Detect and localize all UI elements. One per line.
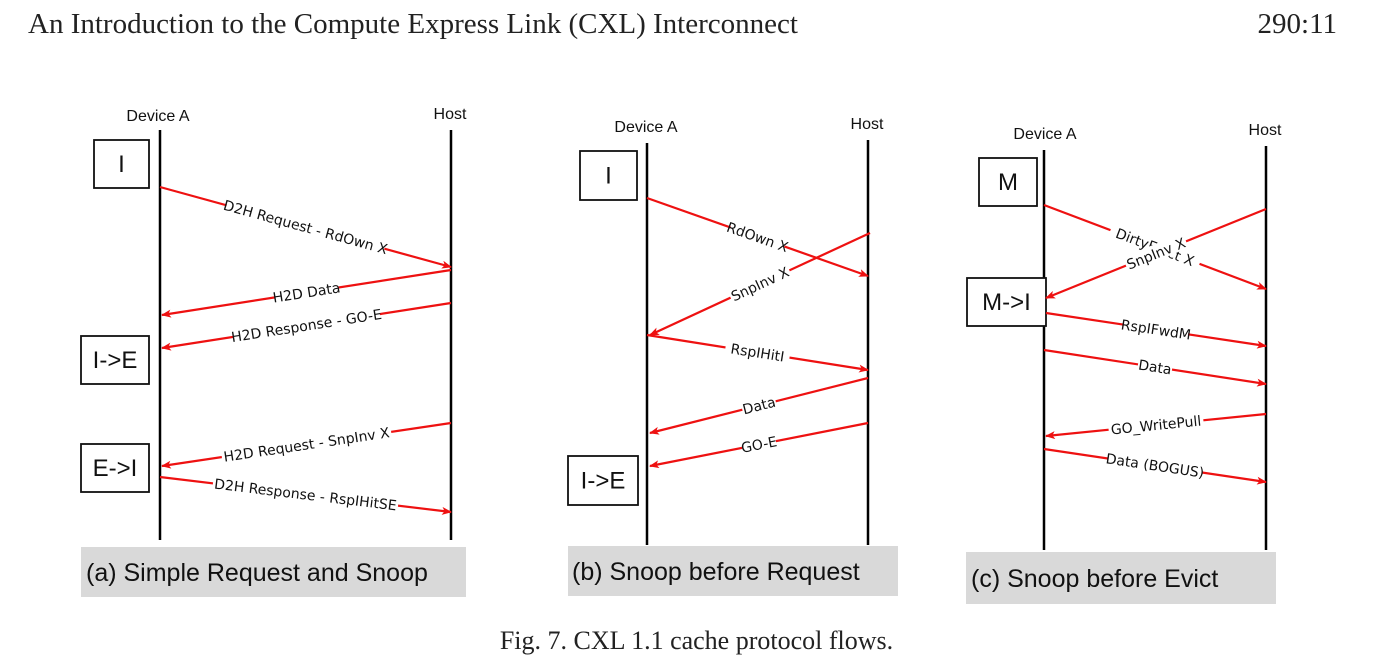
message-label: Data (BOGUS)	[1105, 451, 1205, 481]
message-label: D2H Request - RdOwn X	[221, 198, 389, 258]
host-lifeline-label: Host	[434, 106, 467, 123]
device-lifeline-label: Device A	[126, 108, 189, 125]
message-arrow: SnpInv X	[1045, 207, 1267, 300]
panel-caption-text: (b) Snoop before Request	[572, 558, 860, 586]
device-lifeline-label: Device A	[614, 119, 677, 136]
cache-state-box: E->I	[80, 443, 150, 493]
cache-state-box: M	[978, 157, 1038, 207]
running-title: An Introduction to the Compute Express L…	[28, 8, 798, 40]
message-arrow: SnpInv X	[649, 232, 871, 336]
page-number: 290:11	[1257, 8, 1337, 40]
panel-caption: (a) Simple Request and Snoop	[81, 547, 466, 597]
message-arrow: RspIHitI	[646, 333, 869, 373]
message-label: Data	[741, 395, 777, 419]
host-lifeline-label: Host	[851, 116, 884, 133]
cache-state-label: M->I	[982, 289, 1031, 316]
message-arrow: D2H Response - RspIHitSE	[159, 474, 452, 515]
cache-state-box: M->I	[966, 277, 1047, 327]
message-label: Data	[1137, 358, 1172, 379]
message-label: RdOwn X	[724, 220, 790, 257]
cache-state-label: I	[118, 151, 125, 178]
message-label: D2H Response - RspIHitSE	[213, 477, 397, 515]
message-arrow: H2D Data	[161, 268, 452, 318]
cache-state-label: I->E	[581, 468, 626, 495]
message-label: H2D Response - GO-E	[230, 307, 383, 346]
panel-caption-text: (c) Snoop before Evict	[971, 565, 1218, 593]
message-arrow: RspIFwdM	[1045, 311, 1267, 349]
message-arrow: Data	[649, 376, 869, 435]
panel-caption-text: (a) Simple Request and Snoop	[86, 559, 428, 587]
cache-state-label: M	[998, 169, 1018, 196]
cache-state-label: I	[605, 163, 612, 190]
message-arrow: RdOwn X	[646, 196, 869, 278]
message-label: H2D Request - SnpInv X	[223, 425, 391, 466]
cache-state-box: I->E	[80, 335, 150, 385]
cache-state-label: I->E	[93, 347, 138, 374]
panel-caption: (b) Snoop before Request	[568, 546, 898, 596]
panel-caption: (c) Snoop before Evict	[966, 552, 1276, 604]
message-arrow: Data (BOGUS)	[1043, 447, 1267, 485]
message-arrow: D2H Request - RdOwn X	[159, 185, 452, 269]
cache-state-box: I->E	[567, 455, 639, 506]
host-lifeline-label: Host	[1249, 122, 1282, 139]
message-arrow: Data	[1043, 348, 1267, 387]
figure-caption: Fig. 7. CXL 1.1 cache protocol flows.	[499, 626, 894, 655]
cache-state-label: E->I	[93, 455, 138, 482]
cache-state-box: I	[93, 139, 150, 189]
device-lifeline-label: Device A	[1013, 126, 1076, 143]
message-label: GO_WritePull	[1110, 414, 1202, 439]
message-arrow: H2D Request - SnpInv X	[161, 421, 452, 469]
message-label: RspIHitI	[729, 341, 785, 365]
message-label: GO-E	[740, 434, 779, 457]
cache-state-box: I	[579, 150, 638, 201]
message-arrow: GO_WritePull	[1045, 411, 1267, 440]
message-arrow: H2D Response - GO-E	[161, 301, 452, 351]
message-arrow: GO-E	[649, 421, 869, 469]
